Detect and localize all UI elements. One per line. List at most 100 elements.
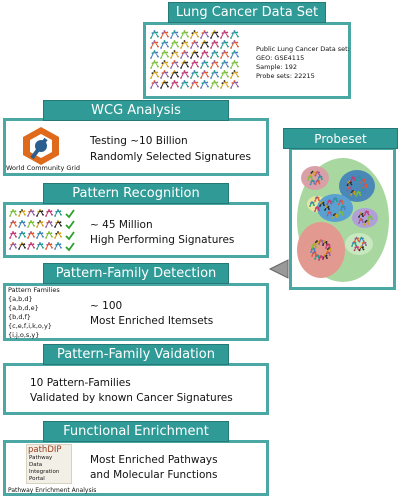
network-glyph-icon	[210, 79, 219, 89]
network-glyph-icon	[190, 59, 199, 69]
network-glyph-icon	[27, 219, 35, 228]
network-glyph-icon	[325, 242, 331, 249]
network-glyph-icon	[9, 241, 17, 250]
network-glyph-icon	[210, 69, 219, 79]
dataset-line-1: GEO: GSE4115	[256, 54, 305, 62]
pathdip-logo-line-1: Data	[29, 462, 43, 468]
wcg-logo-caption: World Community Grid	[6, 164, 81, 172]
network-glyph-icon	[45, 241, 53, 250]
pathdip-logo-title: pathDIP	[28, 445, 62, 455]
network-glyph-icon	[337, 199, 344, 206]
network-glyph-icon	[150, 29, 159, 39]
network-glyph-icon	[200, 79, 209, 89]
signature-glyphs-icon	[9, 208, 75, 252]
network-glyph-icon	[9, 208, 17, 217]
dataset-line-3: Probe sets: 22215	[256, 72, 315, 80]
network-glyph-icon	[314, 179, 321, 186]
network-glyph-icon	[200, 39, 209, 49]
network-glyph-icon	[362, 182, 368, 189]
network-glyph-icon	[54, 230, 62, 239]
network-glyph-icon	[36, 219, 44, 228]
network-glyph-icon	[220, 59, 229, 69]
network-glyph-icon	[318, 238, 324, 245]
pathdip-logo-caption: Pathway Enrichment Analysis	[8, 487, 97, 494]
network-glyph-icon	[363, 219, 370, 226]
network-glyph-icon	[200, 69, 209, 79]
network-glyph-icon	[353, 245, 360, 252]
network-glyph-icon	[324, 204, 330, 211]
network-glyph-icon	[36, 241, 44, 250]
network-glyph-icon	[54, 219, 62, 228]
network-glyph-icon	[18, 230, 26, 239]
network-glyph-icon	[160, 79, 169, 89]
network-glyph-icon	[45, 219, 53, 228]
network-glyph-icon	[367, 214, 373, 221]
pathdip-logo-line-3: Portal	[29, 476, 45, 482]
network-glyph-icon	[360, 188, 367, 195]
network-glyph-icon	[180, 79, 189, 89]
checkmark-icon	[65, 231, 75, 241]
pattern-family-1: {a,b,d,e}	[8, 304, 39, 312]
pattern-family-2: {b,d,f}	[8, 313, 31, 321]
network-glyph-icon	[18, 208, 26, 217]
network-glyph-icon	[9, 230, 17, 239]
network-glyph-icon	[150, 69, 159, 79]
network-glyph-icon	[27, 241, 35, 250]
network-glyph-icon	[190, 29, 199, 39]
network-glyph-icon	[332, 212, 338, 219]
wcg-line2: Randomly Selected Signatures	[90, 151, 251, 163]
network-glyph-icon	[309, 179, 316, 186]
pattern-family-detection-line1: ~ 100	[90, 300, 123, 312]
network-glyph-icon	[170, 29, 179, 39]
network-glyph-icon	[346, 185, 353, 192]
pattern-family-detection-title: Pattern-Family Detection	[43, 263, 229, 284]
network-glyph-icon	[200, 59, 209, 69]
network-glyph-icon	[314, 170, 321, 177]
network-glyph-icon	[27, 208, 35, 217]
pathdip-logo	[26, 444, 72, 484]
network-glyph-icon	[150, 79, 159, 89]
pattern-family-detection-line2: Most Enriched Itemsets	[90, 315, 214, 327]
network-glyph-icon	[230, 39, 239, 49]
checkmark-icon	[65, 242, 75, 252]
pattern-family-4: {i,j,o,s,y}	[8, 331, 40, 339]
network-glyph-icon	[160, 69, 169, 79]
network-glyph-icon	[150, 49, 159, 59]
network-glyph-icon	[358, 212, 364, 218]
pattern-family-validation-title: Pattern-Family Vaidation	[43, 344, 229, 365]
network-glyph-icon	[190, 79, 199, 89]
network-glyph-icon	[54, 208, 62, 217]
network-glyph-icon	[210, 29, 219, 39]
network-glyph-icon	[170, 49, 179, 59]
pattern-family-validation-box	[3, 363, 269, 415]
network-glyph-icon	[170, 69, 179, 79]
network-glyph-icon	[353, 236, 360, 243]
network-glyph-icon	[180, 29, 189, 39]
network-glyph-icon	[311, 250, 317, 257]
functional-enrichment-line2: and Molecular Functions	[90, 469, 218, 481]
network-glyph-icon	[326, 246, 332, 253]
probeset-clustering-title: Probeset Clustering	[283, 128, 398, 166]
network-glyph-icon	[27, 230, 35, 239]
pathdip-logo-line-2: Integration	[29, 469, 60, 475]
world-community-grid-logo-icon	[23, 127, 59, 165]
network-glyph-icon	[340, 204, 346, 211]
network-glyph-icon	[350, 176, 356, 182]
network-glyph-icon	[314, 195, 320, 202]
network-glyph-icon	[230, 49, 239, 59]
functional-enrichment-line1: Most Enriched Pathways	[90, 454, 218, 466]
network-glyph-icon	[350, 189, 356, 196]
network-glyph-icon	[230, 79, 239, 89]
functional-enrichment-title: Functional Enrichment	[43, 421, 229, 442]
network-glyph-icon	[36, 230, 44, 239]
network-glyph-icon	[358, 217, 364, 224]
pattern-family-3: {c,e,f,i,k,o,y}	[8, 322, 52, 330]
network-glyph-icon	[170, 59, 179, 69]
network-glyph-icon	[220, 69, 229, 79]
checkmark-icon	[65, 209, 75, 219]
network-glyph-icon	[190, 49, 199, 59]
network-glyph-icon	[150, 59, 159, 69]
network-glyph-icon	[180, 49, 189, 59]
dataset-title: Lung Cancer Data Set	[168, 2, 326, 23]
network-glyph-icon	[319, 200, 325, 207]
